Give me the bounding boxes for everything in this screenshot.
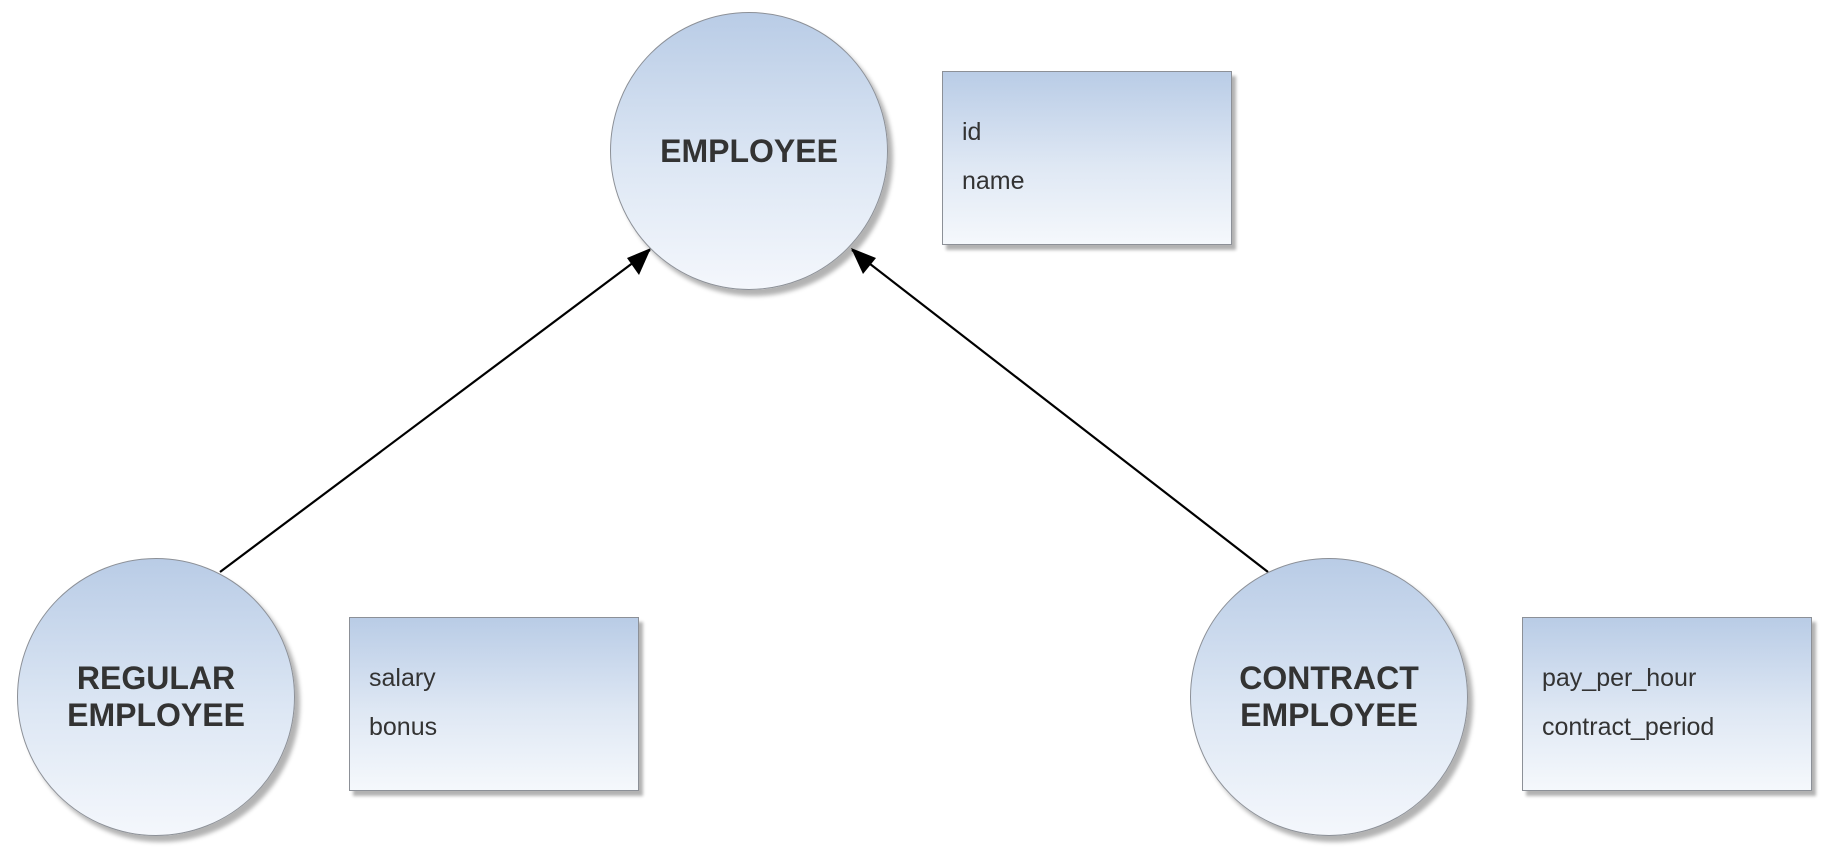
attribute-salary: salary — [369, 664, 436, 692]
arrowhead-contract-to-employee — [851, 248, 876, 274]
attribute-pay-per-hour: pay_per_hour — [1542, 664, 1697, 692]
entity-contract-employee-label: CONTRACT EMPLOYEE — [1239, 660, 1419, 733]
entity-regular-employee[interactable]: REGULAR EMPLOYEE — [17, 558, 295, 836]
attribute-contract-period: contract_period — [1542, 713, 1715, 741]
contract-employee-attributes-box[interactable]: pay_per_hour contract_period — [1522, 617, 1812, 791]
entity-employee-label: EMPLOYEE — [660, 132, 838, 169]
entity-regular-employee-label: REGULAR EMPLOYEE — [67, 660, 245, 733]
arrowhead-regular-to-employee — [627, 248, 651, 275]
employee-attributes-box[interactable]: id name — [942, 71, 1232, 245]
entity-contract-employee[interactable]: CONTRACT EMPLOYEE — [1190, 558, 1468, 836]
attribute-bonus: bonus — [369, 713, 438, 741]
inheritance-arrow-regular-to-employee — [219, 249, 651, 573]
attribute-name: name — [962, 167, 1025, 195]
inheritance-arrow-contract-to-employee — [851, 249, 1269, 573]
entity-employee[interactable]: EMPLOYEE — [610, 12, 888, 290]
regular-employee-attributes-box[interactable]: salary bonus — [349, 617, 639, 791]
attribute-id: id — [962, 118, 982, 146]
